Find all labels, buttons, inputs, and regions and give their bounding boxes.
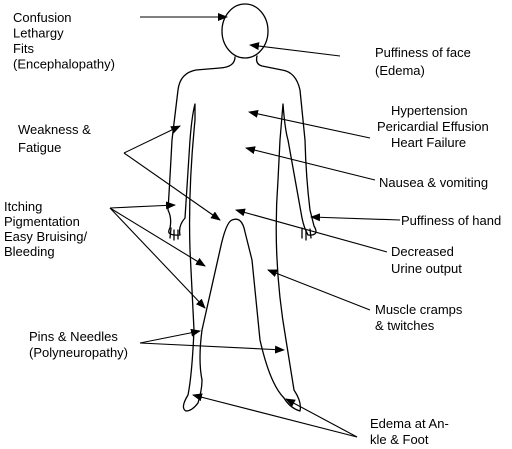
label-urine: Decreased Urine output: [391, 244, 462, 276]
arrow-nausea: [246, 148, 375, 180]
arrow-edema-face: [250, 45, 340, 56]
label-neuropathy: Pins & Needles (Polyneuropathy): [29, 329, 128, 360]
arrow-muscle: [268, 270, 370, 310]
label-skin: Itching Pigmentation Easy Bruising/ Blee…: [4, 199, 91, 259]
label-weakness: Weakness & Fatigue: [18, 122, 94, 155]
label-ankle: Edema at An- kle & Foot: [370, 416, 452, 447]
body-outline: [168, 56, 316, 411]
head: [222, 4, 268, 58]
arrow-cardiac: [249, 112, 370, 138]
label-muscle: Muscle cramps & twitches: [375, 302, 466, 333]
arrow-skin-1: [110, 205, 175, 208]
arrow-hand: [311, 217, 400, 220]
arrows: [110, 17, 400, 437]
label-edema-face: Puffiness of face (Edema): [375, 45, 475, 78]
label-encephalopathy: Confusion Lethargy Fits (Encephalopathy): [13, 10, 115, 72]
arrow-neuropathy-2: [140, 343, 284, 350]
label-nausea: Nausea & vomiting: [379, 175, 488, 190]
arrow-neuropathy-1: [140, 331, 200, 343]
arrow-ankle-1: [193, 395, 357, 437]
label-hand: Puffiness of hand: [401, 213, 501, 228]
body-figure: [168, 4, 316, 411]
arrow-ankle-2: [286, 399, 357, 437]
arrow-weakness-2: [124, 153, 220, 220]
label-cardiac: Hypertension Pericardial Effusion Heart …: [377, 103, 492, 150]
